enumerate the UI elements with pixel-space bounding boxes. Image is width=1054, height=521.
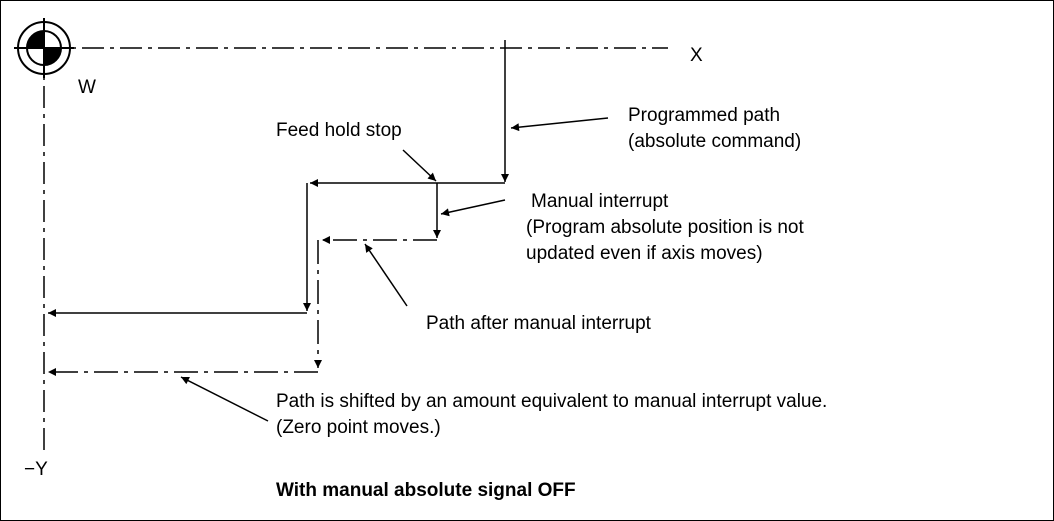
path-after-interrupt-label: Path after manual interrupt bbox=[426, 313, 651, 334]
programmed-path bbox=[48, 40, 509, 317]
feed-hold-stop-label: Feed hold stop bbox=[276, 120, 402, 141]
zero-point-moves-label: (Zero point moves.) bbox=[276, 417, 441, 438]
path-after-interrupt bbox=[48, 236, 437, 376]
programmed-path-sublabel: (absolute command) bbox=[628, 131, 802, 152]
label-leaders bbox=[180, 117, 609, 422]
y-axis-label: −Y bbox=[24, 459, 48, 480]
x-axis-label: X bbox=[690, 45, 703, 66]
workpiece-origin-icon bbox=[14, 18, 74, 78]
manual-interrupt-note-line1: (Program absolute position is not bbox=[526, 217, 804, 238]
manual-interrupt-label: Manual interrupt bbox=[531, 191, 669, 212]
manual-interrupt-note-line2: updated even if axis moves) bbox=[526, 243, 763, 264]
programmed-path-label: Programmed path bbox=[628, 105, 781, 126]
diagram-caption: With manual absolute signal OFF bbox=[276, 480, 576, 501]
origin-label: W bbox=[78, 77, 96, 98]
path-shifted-label: Path is shifted by an amount equivalent … bbox=[276, 391, 828, 412]
